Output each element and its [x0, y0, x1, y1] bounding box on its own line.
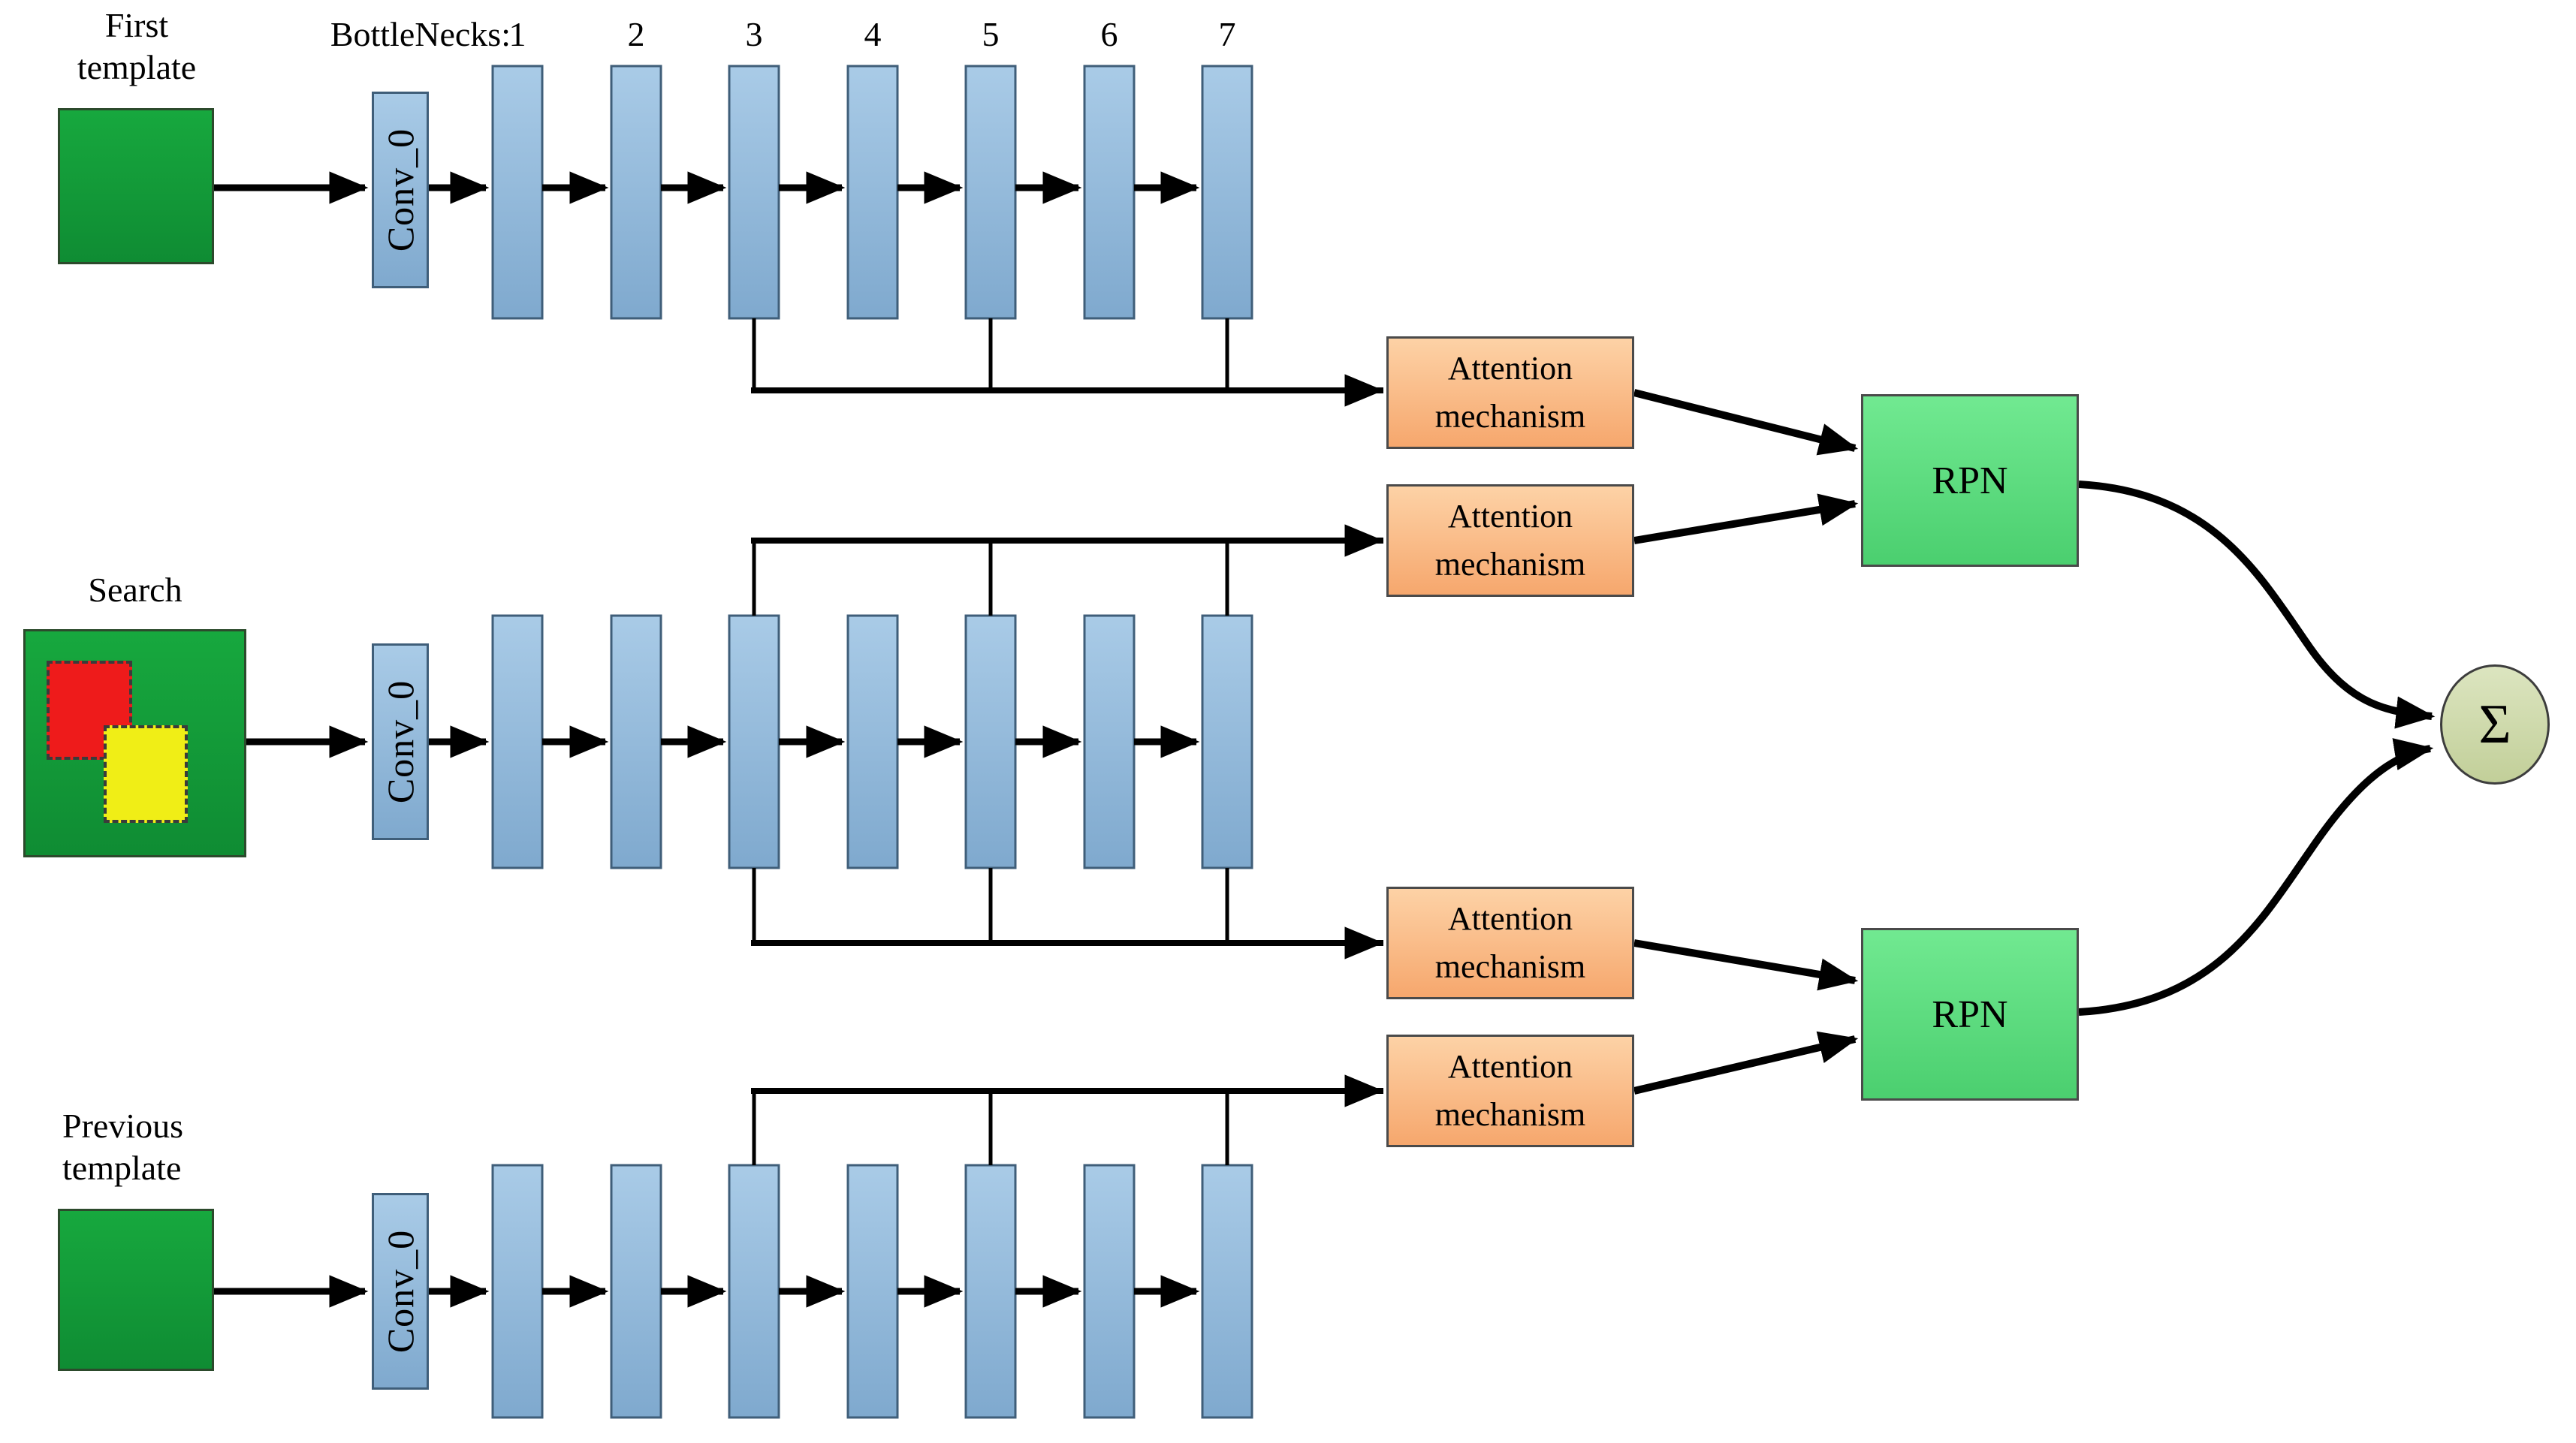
bottleneck-bar — [964, 65, 1017, 320]
bottleneck-bar — [728, 614, 780, 869]
bottleneck-bar — [491, 65, 544, 320]
conv0-block-row2: Conv_0 — [372, 643, 429, 840]
bottleneck-bar — [1083, 1164, 1136, 1419]
bottleneck-number-1: 1 — [508, 15, 526, 53]
bottleneck-bar — [1083, 614, 1136, 869]
bottleneck-bar — [846, 1164, 899, 1419]
arrow — [1633, 493, 1859, 544]
main-flow-arrows — [214, 171, 1200, 1308]
first-template-image — [58, 108, 214, 264]
sum-node: Σ — [2440, 664, 2550, 785]
bottleneck-bar — [728, 1164, 780, 1419]
arrow — [1633, 389, 1859, 456]
bottleneck-bar — [1201, 614, 1253, 869]
bottleneck-number-3: 3 — [745, 15, 763, 53]
conv0-block-row1: Conv_0 — [372, 92, 429, 288]
previous-template-label: Previous template — [62, 1107, 183, 1187]
conv0-label: Conv_0 — [379, 1229, 422, 1354]
first-template-label: First template — [77, 6, 197, 86]
conv0-label: Conv_0 — [379, 679, 422, 804]
row1-bottleneck-bars — [491, 65, 1253, 320]
arrow — [1633, 939, 1859, 991]
bottleneck-number-5: 5 — [982, 15, 1000, 53]
search-label: Search — [88, 571, 182, 609]
bottleneck-number-4: 4 — [864, 15, 882, 53]
bottleneck-bar — [610, 65, 662, 320]
bottleneck-bar — [728, 65, 780, 320]
rpn-to-sum-curves — [2078, 480, 2436, 1016]
bottleneck-bar — [1201, 65, 1253, 320]
bottleneck-number-6: 6 — [1100, 15, 1118, 53]
bottleneck-number-2: 2 — [627, 15, 645, 53]
conv0-block-row3: Conv_0 — [372, 1193, 429, 1390]
arrow — [1633, 1031, 1859, 1095]
row3-bottleneck-bars — [491, 1164, 1253, 1419]
curved-arrow — [2078, 738, 2434, 1016]
search-target-box-yellow — [104, 725, 188, 823]
bottlenecks-label: BottleNecks: — [330, 15, 511, 53]
bottleneck-bar — [964, 1164, 1017, 1419]
bottleneck-bar — [846, 65, 899, 320]
rpn-box-1: RPN — [1861, 394, 2079, 567]
attention-mechanism-box-1: Attention mechanism — [1386, 336, 1634, 449]
attention-mechanism-box-2: Attention mechanism — [1386, 484, 1634, 597]
feature-buses — [751, 374, 1384, 1107]
bottleneck-bar — [846, 614, 899, 869]
bottleneck-bar — [964, 614, 1017, 869]
attention-to-rpn-arrows — [1633, 389, 1859, 1095]
skip-connection-taps — [752, 318, 1229, 1165]
conv0-label: Conv_0 — [379, 128, 422, 252]
bottleneck-bar — [491, 1164, 544, 1419]
bottleneck-number-7: 7 — [1218, 15, 1236, 53]
attention-mechanism-box-4: Attention mechanism — [1386, 1035, 1634, 1147]
bottleneck-bar — [1083, 65, 1136, 320]
bottleneck-bar — [610, 614, 662, 869]
bottleneck-bar — [491, 614, 544, 869]
attention-mechanism-box-3: Attention mechanism — [1386, 887, 1634, 999]
previous-template-image — [58, 1209, 214, 1371]
bottleneck-bar — [610, 1164, 662, 1419]
rpn-box-2: RPN — [1861, 928, 2079, 1101]
bottleneck-bar — [1201, 1164, 1253, 1419]
curved-arrow — [2078, 480, 2436, 729]
